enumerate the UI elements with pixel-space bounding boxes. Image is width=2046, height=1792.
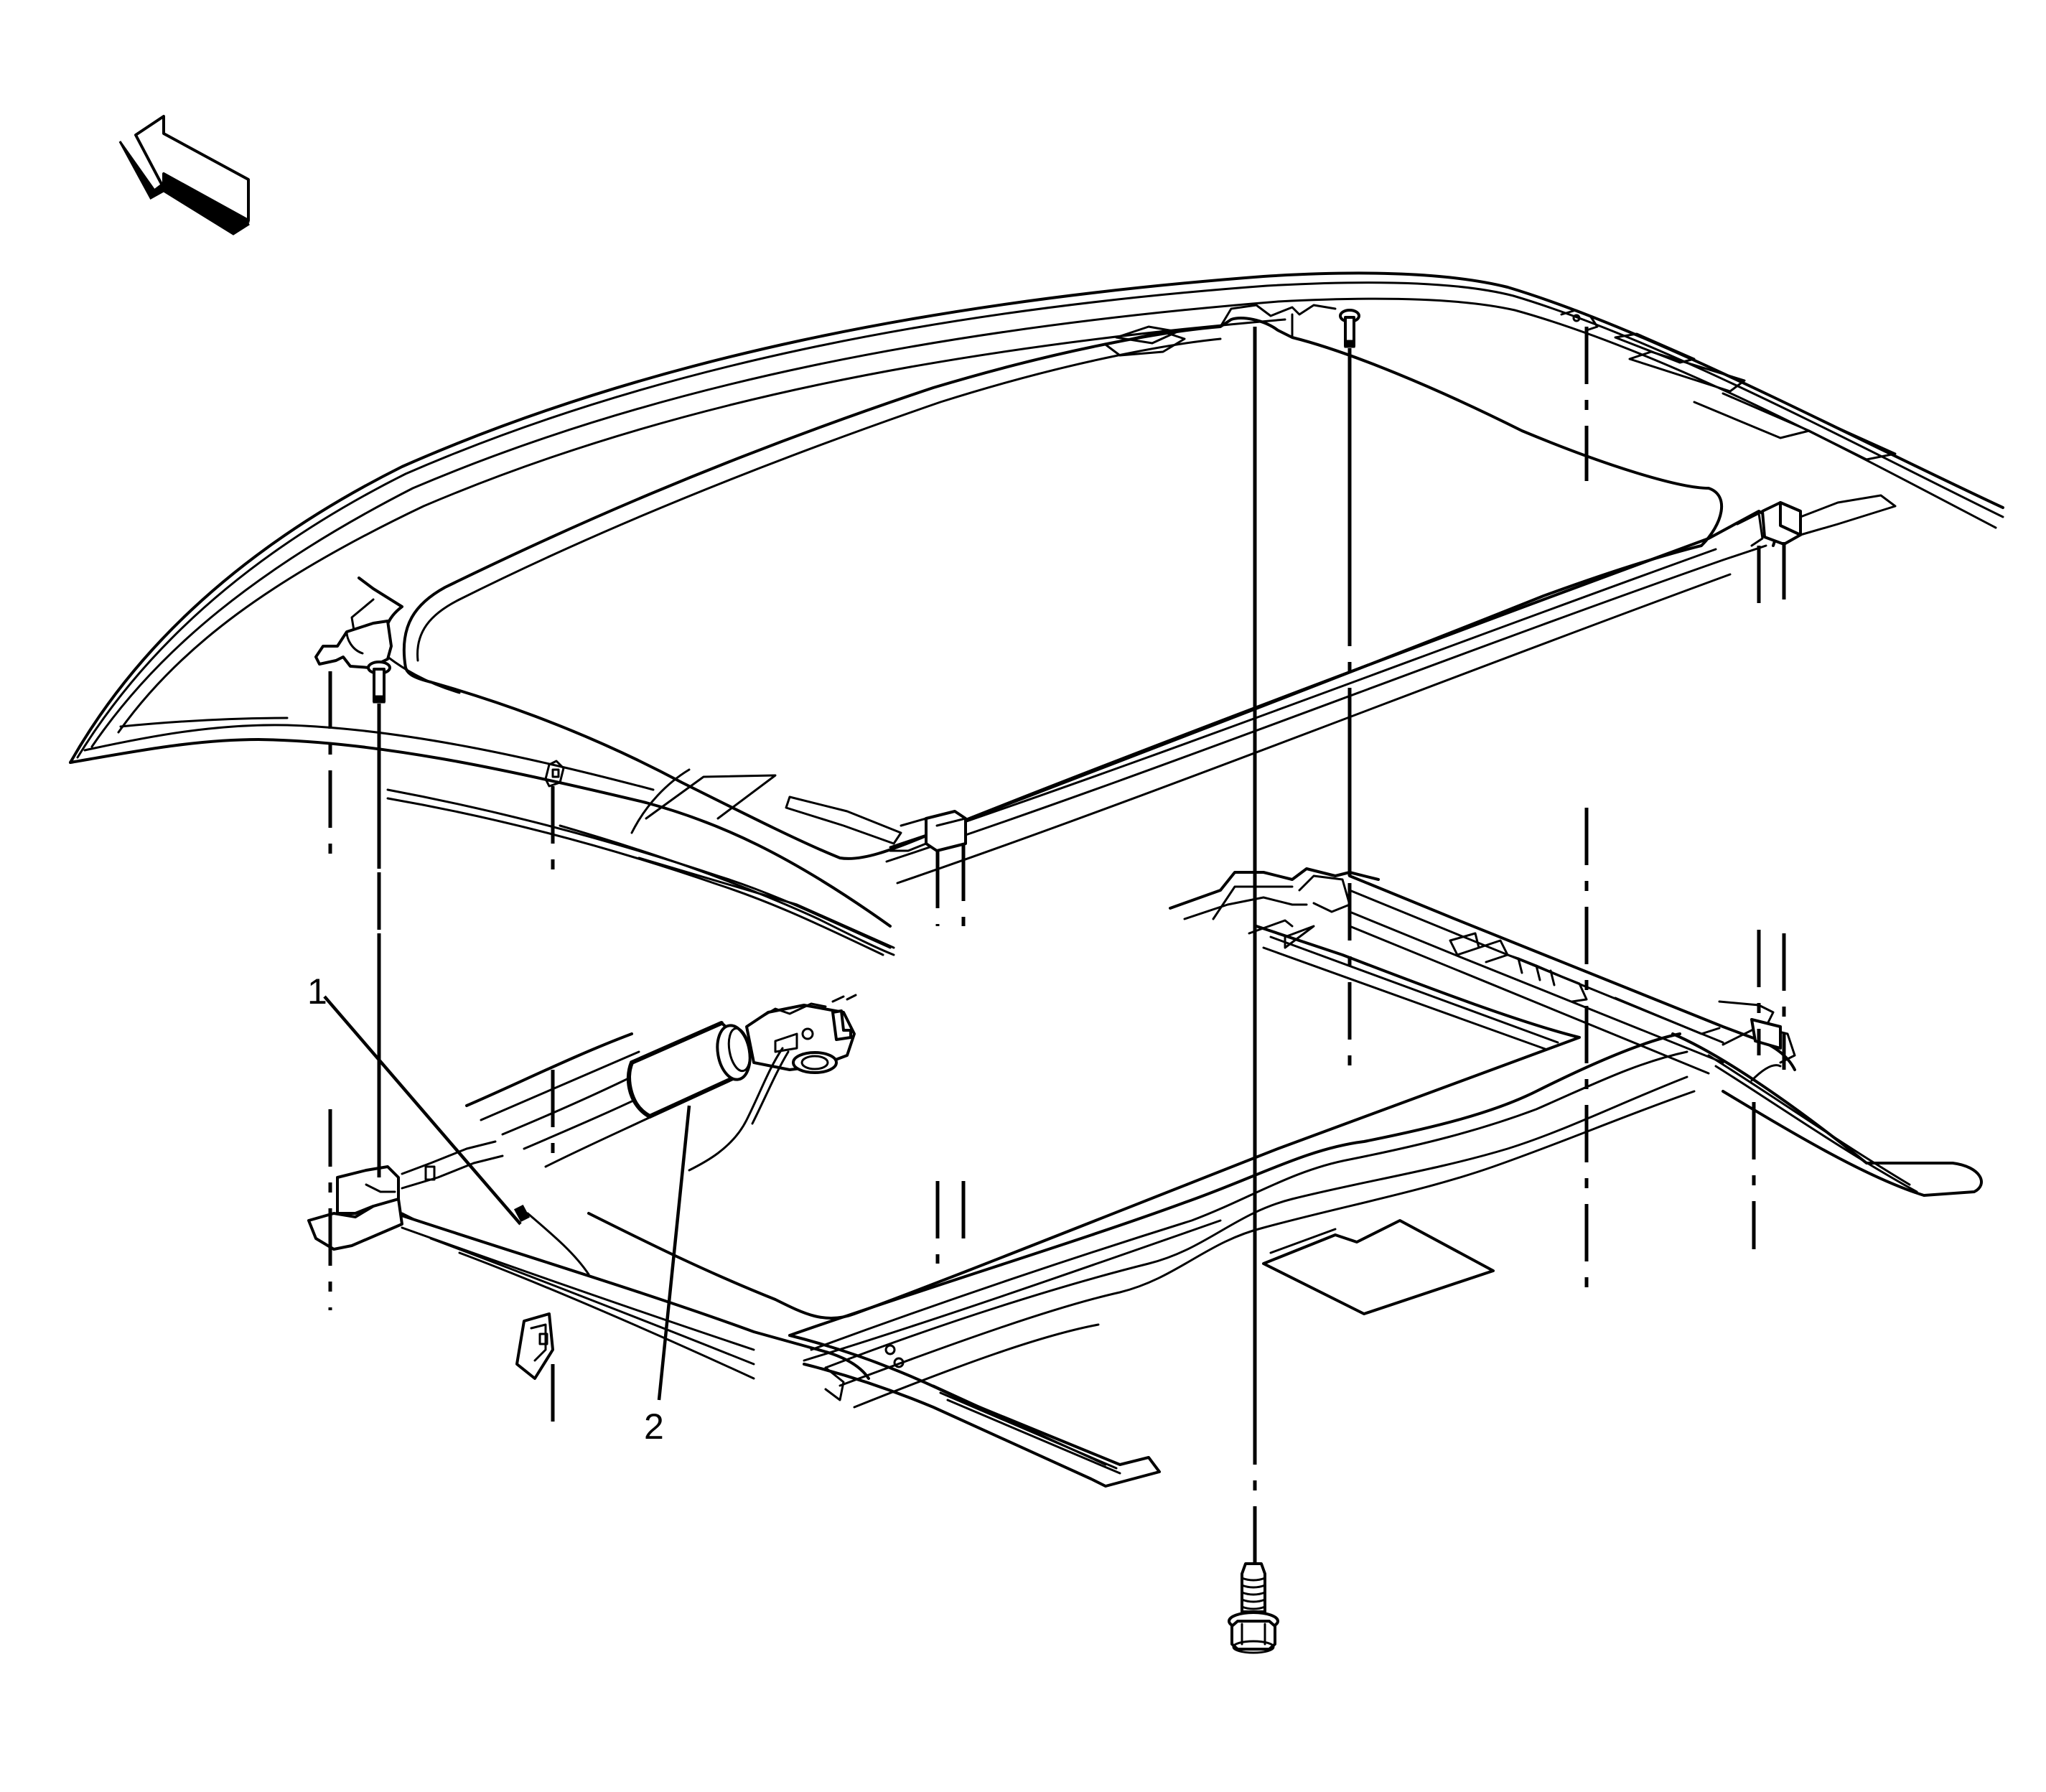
roof-panel	[69, 271, 2004, 956]
callout-leaders	[323, 995, 691, 1401]
bolt-icon	[1228, 1562, 1279, 1654]
roof-stud-left	[367, 661, 391, 704]
sunroof-housing	[307, 867, 1983, 1488]
front-arrow-icon	[118, 115, 250, 235]
sunroof-motor	[626, 994, 857, 1172]
alignment-guides	[328, 327, 1786, 1564]
callout-label-2: 2	[644, 1406, 664, 1447]
leader-line-1	[323, 995, 522, 1226]
callout-label-1: 1	[307, 971, 327, 1012]
leader-line-2	[657, 1105, 691, 1401]
roof-stud-rear	[1339, 309, 1360, 348]
